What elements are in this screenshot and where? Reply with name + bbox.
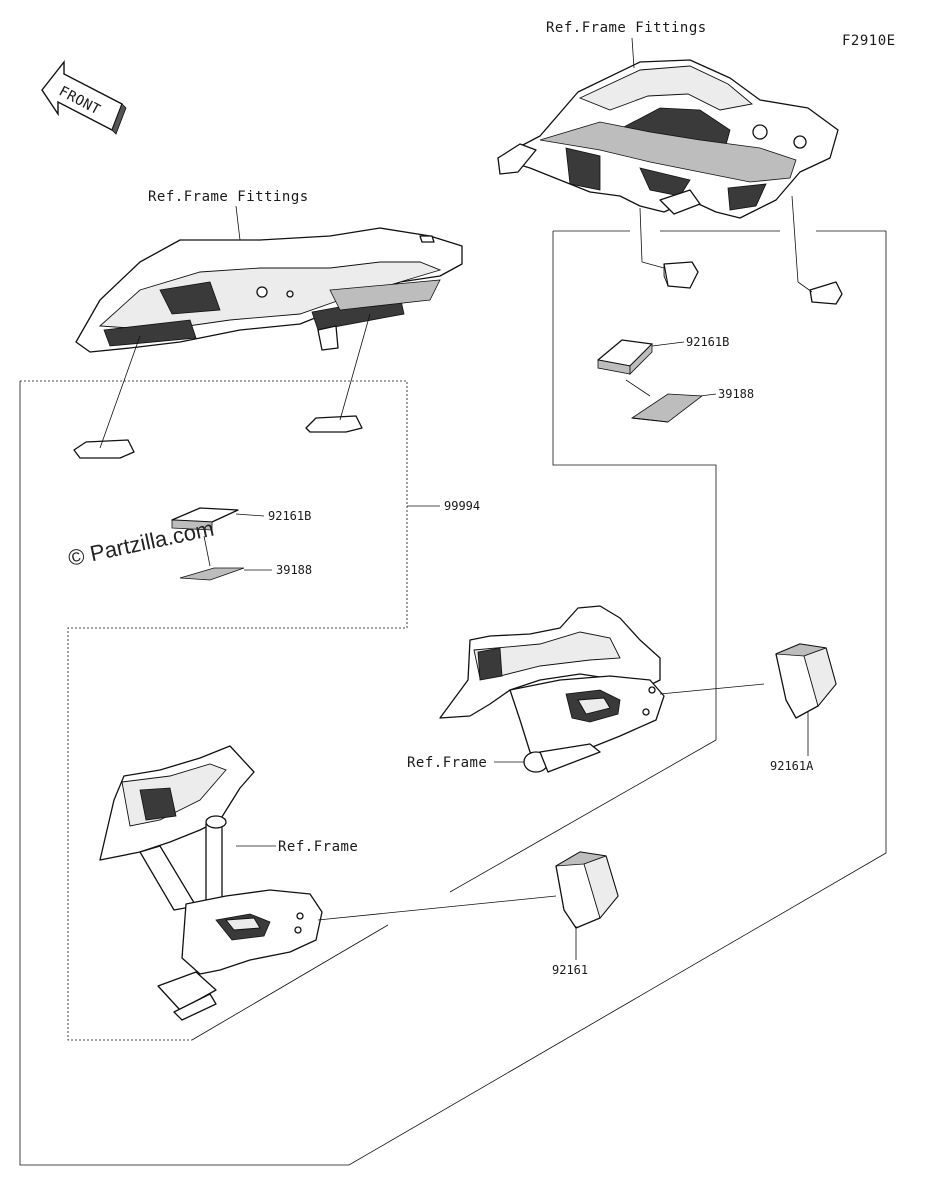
- pn-pad-b-right: 92161B: [686, 335, 729, 349]
- cover-92161a: [775, 643, 837, 719]
- frame-bracket-middle: [439, 605, 665, 773]
- pn-pad-b-left: 92161B: [268, 509, 311, 523]
- pad-left-2: [305, 415, 363, 433]
- label-ref-frame-low: Ref.Frame: [278, 839, 358, 855]
- cover-92161: [555, 851, 619, 929]
- pad-right-1: [663, 261, 699, 289]
- kit-boundary-right-inner: [449, 231, 717, 893]
- pn-kit: 99994: [444, 499, 480, 513]
- pad-92161b-right: [597, 339, 653, 375]
- frame-fittings-left: [75, 227, 463, 353]
- watermark: © Partzilla.com: [66, 516, 216, 571]
- frame-fittings-top-right: [497, 59, 839, 219]
- pad-92161b-left: [171, 507, 239, 531]
- label-ref-frame-fittings-top: Ref.Frame Fittings: [546, 20, 707, 36]
- sheet-39188-left: [179, 567, 245, 581]
- pn-cover: 92161: [552, 963, 588, 977]
- front-arrow-icon: FRONT: [41, 59, 127, 135]
- svg-text:© Partzilla.com: © Partzilla.com: [66, 516, 216, 571]
- label-ref-frame-fittings-left: Ref.Frame Fittings: [148, 189, 309, 205]
- pn-sheet-left: 39188: [276, 563, 312, 577]
- pad-left-1: [73, 439, 135, 459]
- figure-code: F2910E: [842, 33, 896, 49]
- pad-right-2: [809, 281, 843, 305]
- frame-bracket-lower: [99, 745, 323, 1021]
- kit-boundary-outer: [19, 230, 887, 1166]
- label-ref-frame-mid: Ref.Frame: [407, 755, 487, 771]
- kit-boundary-left: [20, 380, 408, 1041]
- pn-cover-a: 92161A: [770, 759, 814, 773]
- pn-sheet-right: 39188: [718, 387, 754, 401]
- sheet-39188-right: [630, 393, 704, 423]
